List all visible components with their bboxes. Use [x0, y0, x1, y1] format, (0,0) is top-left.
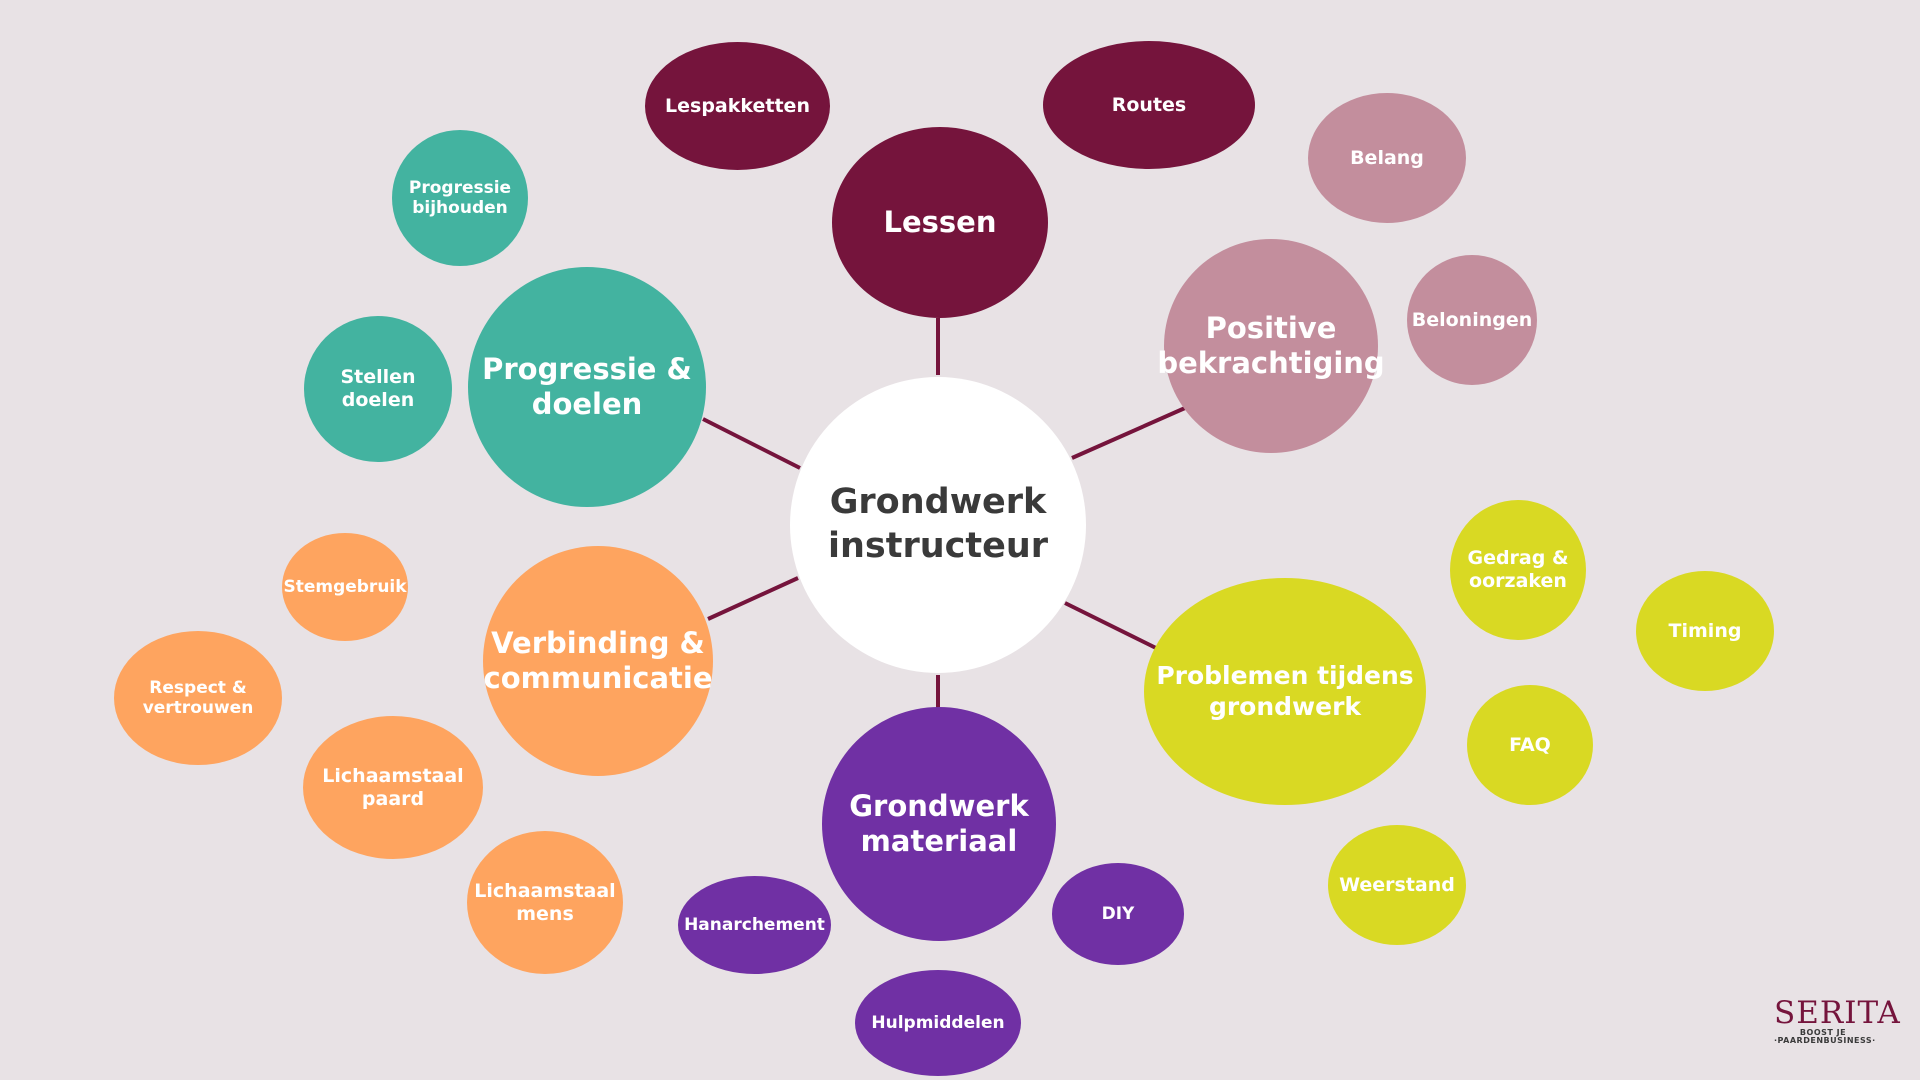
hub-verbinding-label: Verbinding & communicatie — [483, 625, 713, 695]
leaf-hulpmiddelen: Hulpmiddelen — [855, 970, 1021, 1076]
leaf-diy-label: DIY — [1101, 903, 1135, 924]
leaf-routes: Routes — [1043, 41, 1255, 169]
leaf-lichaamstaal-mens: Lichaamstaal mens — [467, 831, 623, 974]
leaf-diy: DIY — [1052, 863, 1184, 965]
logo-tagline-1: BOOST JE — [1799, 1028, 1847, 1037]
hub-positive-label: Positive bekrachtiging — [1157, 310, 1385, 380]
logo-tagline-2: ·PAARDENBUSINESS· — [1774, 1036, 1876, 1046]
leaf-lichaamstaal-paard: Lichaamstaal paard — [303, 716, 483, 859]
leaf-progressie-bijhouden: Progressie bijhouden — [392, 130, 528, 266]
hub-problemen-label: Problemen tijdens grondwerk — [1156, 661, 1414, 721]
leaf-gedrag-oorzaken-label: Gedrag & oorzaken — [1467, 547, 1569, 592]
leaf-timing: Timing — [1636, 571, 1774, 691]
hub-grondwerk-materiaal: Grondwerk materiaal — [822, 707, 1056, 941]
center-label: Grondwerk instructeur — [827, 482, 1049, 566]
leaf-stellen-doelen: Stellen doelen — [304, 316, 452, 462]
connector-verbinding — [707, 576, 799, 621]
hub-materiaal-label: Grondwerk materiaal — [849, 788, 1029, 858]
leaf-progressie-bijhouden-label: Progressie bijhouden — [408, 177, 512, 218]
leaf-belang: Belang — [1308, 93, 1466, 223]
hub-positive-bekrachtiging: Positive bekrachtiging — [1157, 239, 1385, 453]
leaf-faq-label: FAQ — [1509, 733, 1551, 756]
leaf-routes-label: Routes — [1111, 93, 1187, 116]
leaf-hulpmiddelen-label: Hulpmiddelen — [871, 1012, 1005, 1033]
center-node: Grondwerk instructeur — [790, 377, 1086, 673]
hub-progressie-label: Progressie & doelen — [482, 351, 692, 421]
leaf-hanarchement: Hanarchement — [678, 876, 831, 974]
leaf-faq: FAQ — [1467, 685, 1593, 805]
leaf-beloningen-label: Beloningen — [1411, 308, 1533, 331]
leaf-timing-label: Timing — [1668, 619, 1742, 642]
leaf-respect-vertrouwen: Respect & vertrouwen — [114, 631, 282, 765]
leaf-weerstand: Weerstand — [1328, 825, 1466, 945]
hub-verbinding-communicatie: Verbinding & communicatie — [483, 546, 713, 776]
leaf-hanarchement-label: Hanarchement — [684, 914, 825, 935]
serita-logo: SERITA BOOST JE ·PAARDENBUSINESS· — [1774, 995, 1901, 1046]
hub-lessen-label: Lessen — [883, 204, 997, 239]
leaf-lichaamstaal-paard-label: Lichaamstaal paard — [322, 764, 464, 810]
leaf-stemgebruik: Stemgebruik — [282, 533, 408, 641]
leaf-lespakketten-label: Lespakketten — [665, 94, 810, 117]
leaf-belang-label: Belang — [1350, 146, 1424, 169]
leaf-respect-vertrouwen-label: Respect & vertrouwen — [142, 677, 254, 718]
leaf-lichaamstaal-mens-label: Lichaamstaal mens — [474, 879, 616, 925]
connector-problemen — [1064, 601, 1157, 650]
hub-problemen-tijdens-grondwerk: Problemen tijdens grondwerk — [1144, 578, 1426, 805]
leaf-beloningen: Beloningen — [1407, 255, 1537, 385]
connector-positive — [1071, 406, 1186, 460]
logo-wordmark: SERITA — [1774, 995, 1901, 1031]
leaf-weerstand-label: Weerstand — [1339, 873, 1455, 896]
leaf-stellen-doelen-label: Stellen doelen — [340, 366, 416, 411]
hub-progressie-doelen: Progressie & doelen — [468, 267, 706, 507]
connector-progressie — [702, 417, 801, 470]
leaf-gedrag-oorzaken: Gedrag & oorzaken — [1450, 500, 1586, 640]
leaf-lespakketten: Lespakketten — [645, 42, 830, 170]
leaf-stemgebruik-label: Stemgebruik — [283, 576, 407, 597]
hub-lessen: Lessen — [832, 127, 1048, 318]
